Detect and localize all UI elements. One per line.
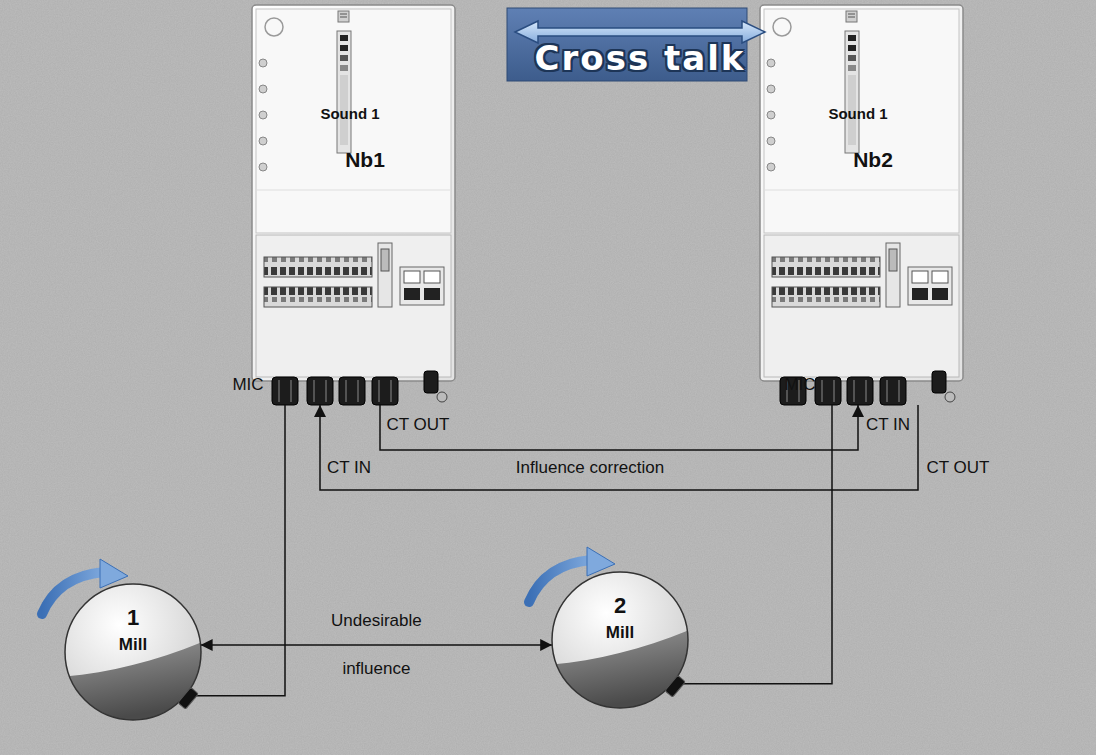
microphone-sensor [665,675,686,697]
mill-number: 1 [127,605,139,631]
mill-circle: 2Mill [552,572,688,708]
mill-drum [552,572,688,708]
signal-connector [380,405,858,450]
mill-outline [552,572,688,708]
device-number: Nb1 [345,148,385,172]
mill-outline [65,584,201,720]
signal-connector [320,405,918,490]
mill-number: 2 [614,593,626,619]
mill-charge [65,642,201,720]
device-number: Nb2 [853,148,893,172]
signal-label: Influence correction [516,458,664,478]
signal-connector [201,644,553,646]
signal-label: MIC [784,375,815,395]
instrument-box: Sound 1 Nb2 [760,5,963,405]
instrument-housing [252,5,455,405]
signal-label: CT OUT [387,415,450,435]
signal-label: CT IN [327,458,371,478]
microphone-sensor [178,687,199,709]
instrument-box: Sound 1 Nb1 [252,5,455,405]
signal-label: MIC [232,375,263,395]
title-band [507,8,747,81]
mill-drum [65,584,201,720]
connector-label: Undesirable influence [326,597,426,693]
mill-name: Mill [606,623,634,643]
signal-label: CT OUT [927,458,990,478]
device-name: Sound 1 [320,105,379,122]
instrument-housing [760,5,963,405]
signal-label: CT IN [866,415,910,435]
signal-connector [672,405,832,684]
mill-name: Mill [119,635,147,655]
mill-circle: 1Mill [65,584,201,720]
title-heading: Cross talk [535,38,746,78]
device-name: Sound 1 [828,105,887,122]
mill-charge [552,630,688,708]
